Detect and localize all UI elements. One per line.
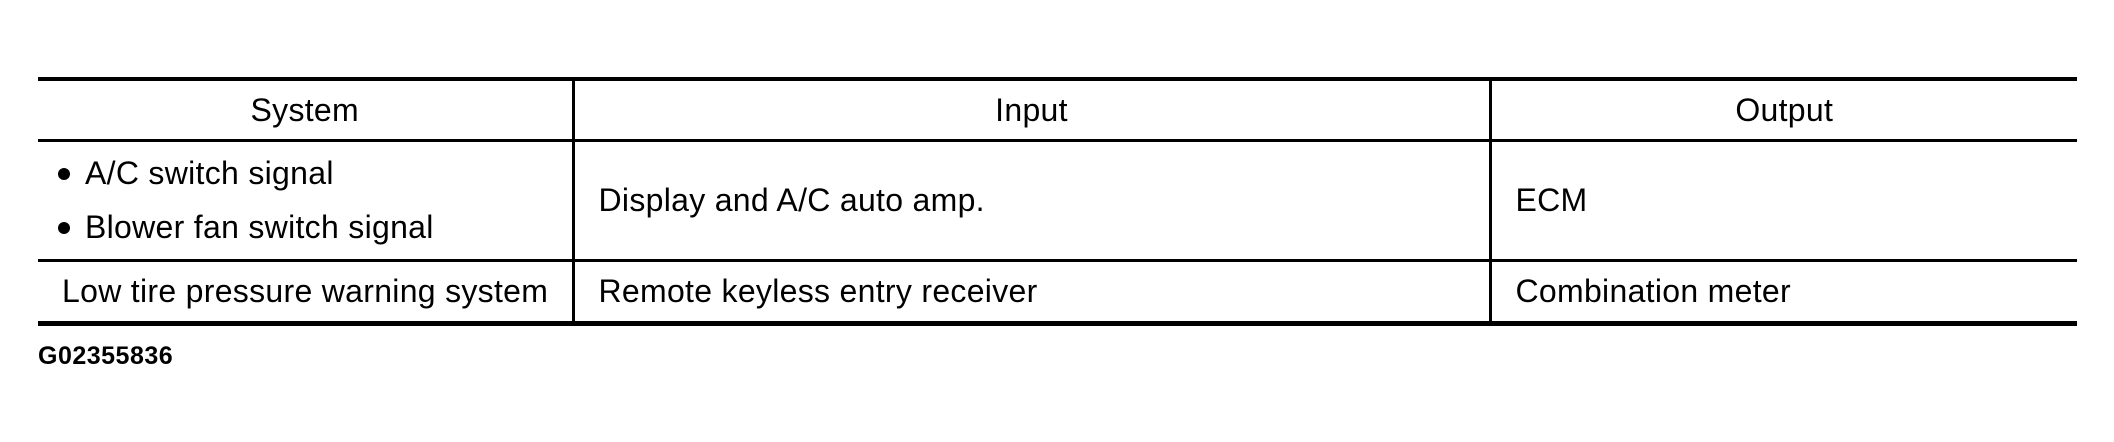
figure-id: G02355836 bbox=[38, 342, 174, 370]
cell-input: Display and A/C auto amp. bbox=[573, 140, 1492, 262]
header-system: System bbox=[38, 79, 575, 142]
system-item-label: A/C switch signal bbox=[85, 155, 334, 191]
bullet-icon bbox=[58, 167, 70, 180]
table-header-row: System Input Output bbox=[38, 79, 2077, 142]
cell-output: ECM bbox=[1490, 140, 2077, 262]
cell-input: Remote keyless entry receiver bbox=[573, 260, 1492, 324]
table-row: Low tire pressure warning system Remote … bbox=[38, 260, 2077, 324]
system-item-label: Blower fan switch signal bbox=[85, 209, 434, 245]
list-item: Blower fan switch signal bbox=[58, 201, 570, 255]
cell-system-list: A/C switch signal Blower fan switch sign… bbox=[38, 140, 575, 262]
system-input-output-table: System Input Output A/C switch signal Bl… bbox=[38, 77, 2077, 326]
list-item: A/C switch signal bbox=[58, 147, 570, 201]
table-row: A/C switch signal Blower fan switch sign… bbox=[38, 140, 2077, 262]
cell-output: Combination meter bbox=[1515, 273, 1791, 309]
bullet-icon bbox=[58, 221, 70, 234]
header-input: Input bbox=[573, 79, 1492, 142]
system-bullet-list: A/C switch signal Blower fan switch sign… bbox=[38, 147, 570, 255]
cell-system: Low tire pressure warning system bbox=[38, 260, 575, 324]
header-output: Output bbox=[1490, 79, 2077, 142]
